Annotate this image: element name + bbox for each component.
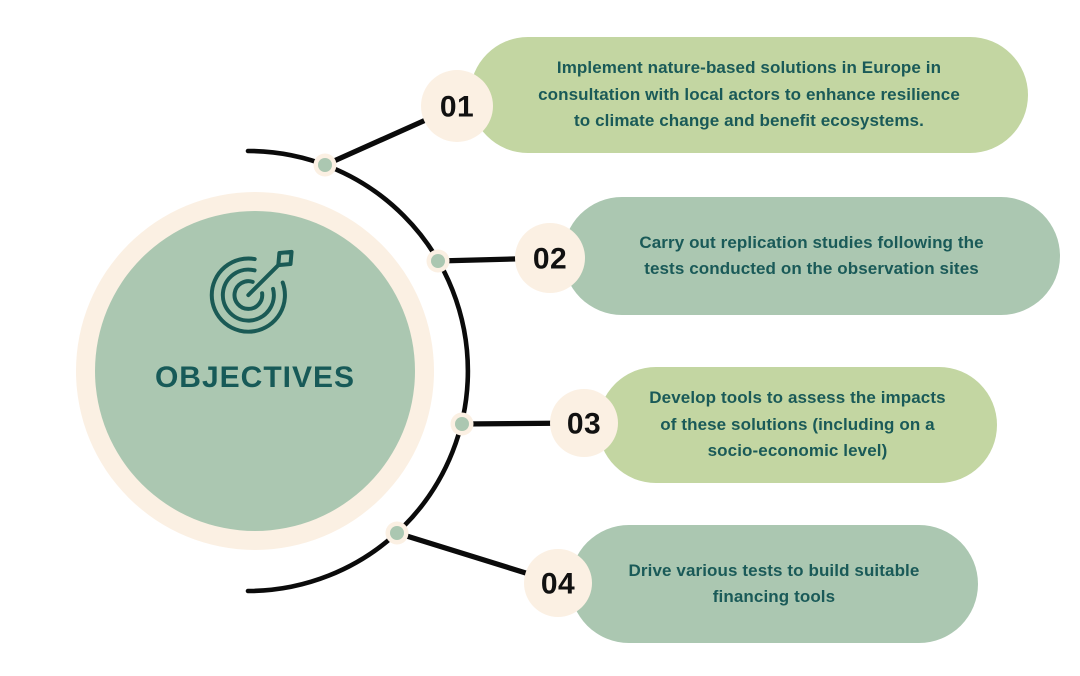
- objective-text-3: Develop tools to assess the impacts of t…: [649, 388, 946, 461]
- title: OBJECTIVES: [154, 361, 356, 394]
- center-circle-ring: OBJECTIVES: [76, 192, 434, 550]
- connector-line-1: [322, 103, 460, 168]
- connector-line-3: [459, 420, 587, 427]
- target-arrow-icon: [209, 249, 294, 334]
- objective-pill-1: Implement nature-based solutions in Euro…: [470, 37, 1028, 153]
- arc-node-dot-1: [313, 153, 337, 177]
- objective-pill-3: Develop tools to assess the impacts of t…: [598, 367, 997, 483]
- objective-pill-2: Carry out replication studies following …: [563, 197, 1060, 315]
- objective-text-1: Implement nature-based solutions in Euro…: [538, 58, 960, 131]
- center-circle: OBJECTIVES: [95, 211, 415, 531]
- connector-line-4: [394, 530, 561, 586]
- connector-line-2: [435, 255, 553, 264]
- objective-text-2: Carry out replication studies following …: [639, 232, 984, 278]
- number-label-2: 02: [533, 243, 567, 276]
- arc-node-dot-3: [450, 412, 474, 436]
- arc-node-dot-2: [426, 249, 450, 273]
- number-label-3: 03: [567, 408, 601, 441]
- objective-text-4: Drive various tests to build suitable fi…: [628, 560, 920, 606]
- arc-node-dot-4: [385, 521, 409, 545]
- objective-pill-4: Drive various tests to build suitable fi…: [570, 525, 978, 643]
